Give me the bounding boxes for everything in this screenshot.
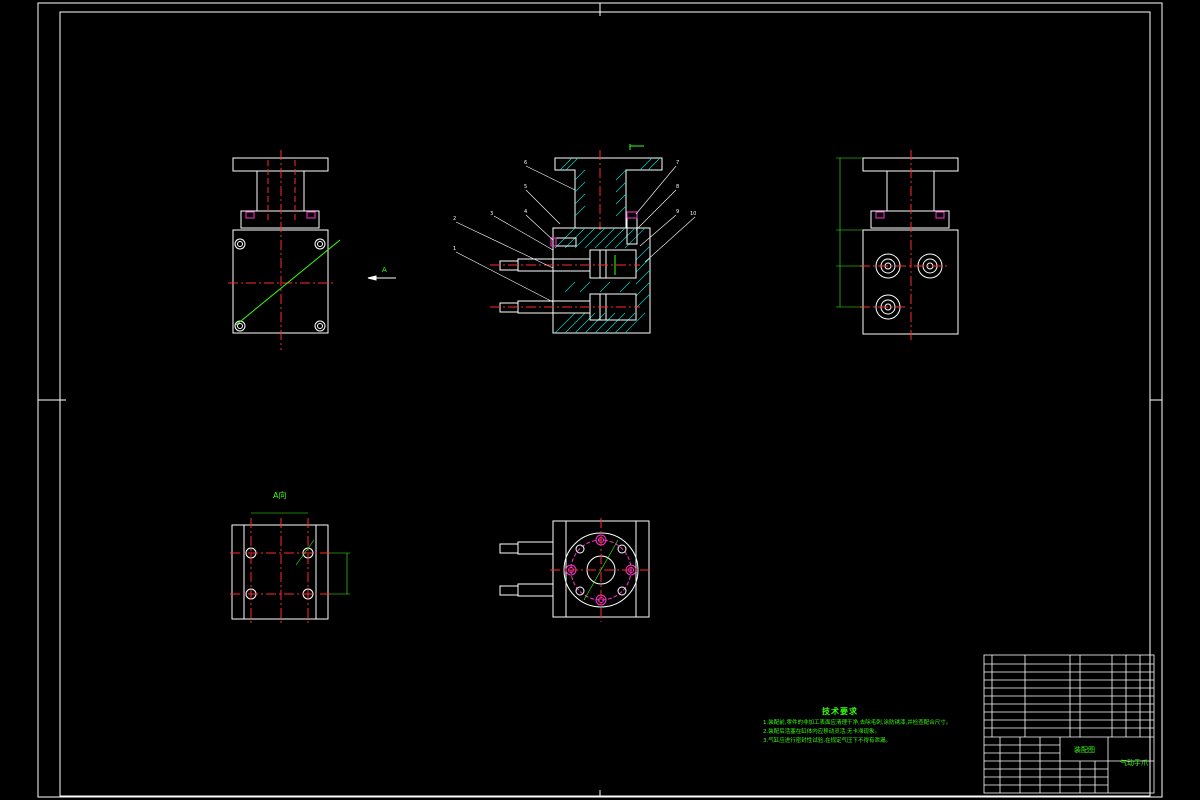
callout-label: 6 (524, 160, 528, 166)
callout-label: 10 (690, 211, 697, 217)
right-elevation-view (836, 150, 959, 340)
callout-label: 2 (453, 216, 457, 222)
callout-label: 4 (524, 209, 528, 215)
tech-requirement-line: 2.装配后活塞在缸体内应移动灵活,无卡滞现象。 (763, 729, 880, 735)
tech-requirement-line: 1.装配前,零件的非加工表面应清理干净,去除毛刺,涂防锈漆,并检查配合尺寸。 (763, 720, 952, 726)
callout-label: 1 (453, 246, 457, 252)
tech-requirement-line: 3.气缸应进行密封性试验,在规定气压下不得有泄漏。 (763, 738, 891, 744)
callout-label: 9 (676, 209, 680, 215)
view-a-arrow (367, 275, 396, 281)
callout-label: 7 (676, 160, 680, 166)
view-a-bottom (230, 512, 350, 625)
title-block (983, 654, 1155, 794)
plan-view (499, 518, 652, 622)
callout-label: 3 (490, 211, 494, 217)
section-view (455, 144, 696, 334)
view-arrow-label: A (382, 266, 387, 274)
callout-label: 5 (524, 184, 528, 190)
sheet-border (37, 2, 1163, 798)
view-a-label: A向 (273, 490, 286, 500)
tech-requirements-title: 技术要求 (822, 707, 858, 716)
left-elevation-view (228, 150, 341, 350)
title-block-company: 装配图 (1074, 746, 1095, 754)
title-block-drawing-name: 气动手爪 (1120, 759, 1148, 767)
callout-label: 8 (676, 184, 680, 190)
